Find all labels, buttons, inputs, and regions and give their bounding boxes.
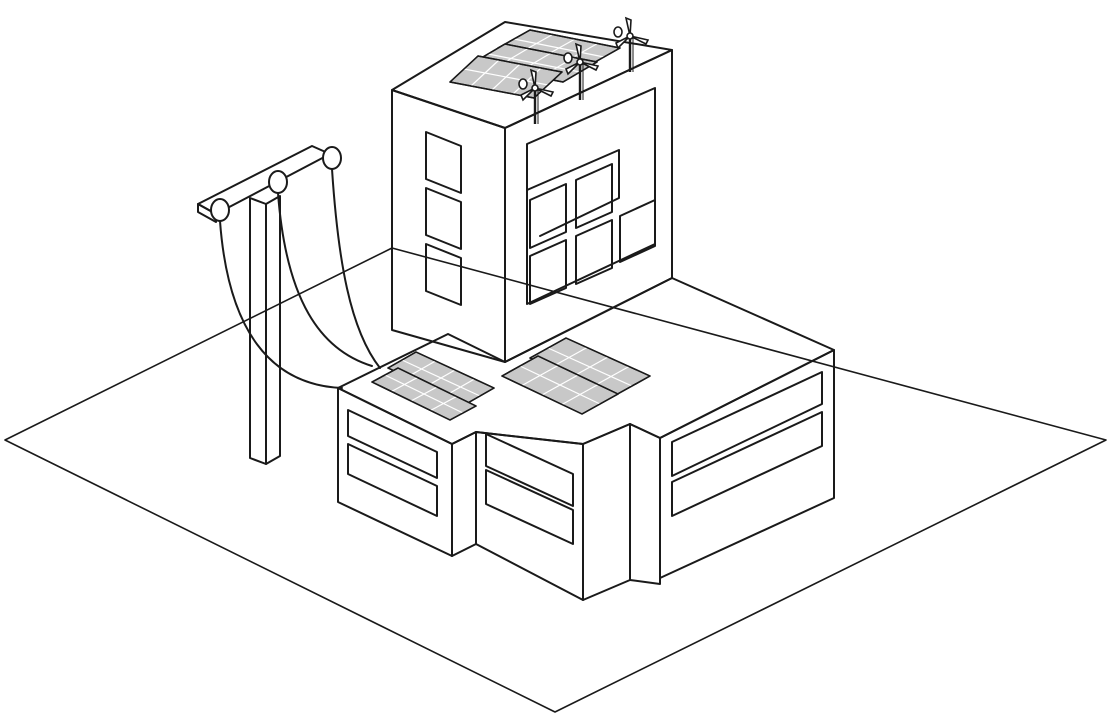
wind-turbine-icon (518, 68, 555, 124)
low-window (671, 371, 823, 477)
low-recess (629, 423, 661, 585)
solar-panel-grid (547, 347, 633, 387)
turbine-blade (529, 68, 537, 89)
turbine-nacelle (613, 26, 623, 38)
tower-solar-array (449, 29, 621, 99)
solar-panel-icon (501, 355, 619, 415)
tower-window (425, 243, 462, 306)
solar-panel-icon (371, 367, 477, 421)
low-roof-solar-array (371, 337, 651, 421)
turbine-hub (576, 58, 584, 66)
low-building (337, 277, 835, 601)
solar-panel-outline (501, 355, 619, 415)
utility-pole-icon (197, 145, 381, 465)
low-window (347, 443, 438, 517)
turbine-blade (579, 61, 600, 72)
solar-panel-grid (513, 38, 605, 58)
turbine-hub (531, 84, 539, 92)
pole-insulator (210, 198, 230, 222)
solar-panel-grid (401, 359, 481, 397)
low-middle-wall (475, 431, 584, 601)
power-line (277, 192, 373, 367)
tower-left-wall (391, 89, 506, 363)
wind-turbine-group (518, 16, 650, 124)
tower-window (575, 219, 613, 285)
pole-insulator (322, 146, 342, 170)
low-right-wall (659, 349, 835, 579)
turbine-blade (614, 35, 631, 50)
turbine-nacelle (563, 52, 573, 64)
wind-turbine-icon (613, 16, 650, 72)
low-window (485, 433, 574, 507)
tower-facade-frame (526, 87, 656, 305)
pole-shaft (249, 197, 267, 465)
tower-window (575, 163, 613, 229)
solar-panel-outline (371, 367, 477, 421)
ground-plot (4, 247, 1107, 713)
pole-insulator (268, 170, 288, 194)
turbine-blade (534, 87, 555, 98)
tower-window (425, 187, 462, 250)
low-window (671, 411, 823, 517)
low-window (485, 469, 574, 545)
turbine-hub (626, 32, 634, 40)
pole-crossarm-front (197, 203, 217, 223)
turbine-nacelle (518, 78, 528, 90)
tower-window (425, 131, 462, 194)
turbine-blade (624, 16, 632, 37)
solar-panel-grid (384, 374, 464, 414)
tower-window (529, 239, 567, 305)
tower-window (529, 183, 567, 249)
wind-turbine-icon (563, 42, 600, 100)
low-left-side (451, 431, 477, 557)
solar-panel-grid (519, 365, 601, 405)
low-middle-side (582, 423, 631, 601)
tower-facade-inner (526, 149, 620, 237)
turbine-blade (564, 61, 581, 76)
pole-shaft-side (265, 195, 281, 465)
power-line (331, 168, 381, 369)
power-line (219, 220, 343, 389)
low-window (347, 409, 438, 479)
turbine-blade (629, 35, 650, 46)
turbine-blade (574, 42, 582, 63)
tower-window (619, 199, 656, 263)
solar-panel-grid (487, 53, 581, 73)
turbine-blade (519, 87, 536, 102)
